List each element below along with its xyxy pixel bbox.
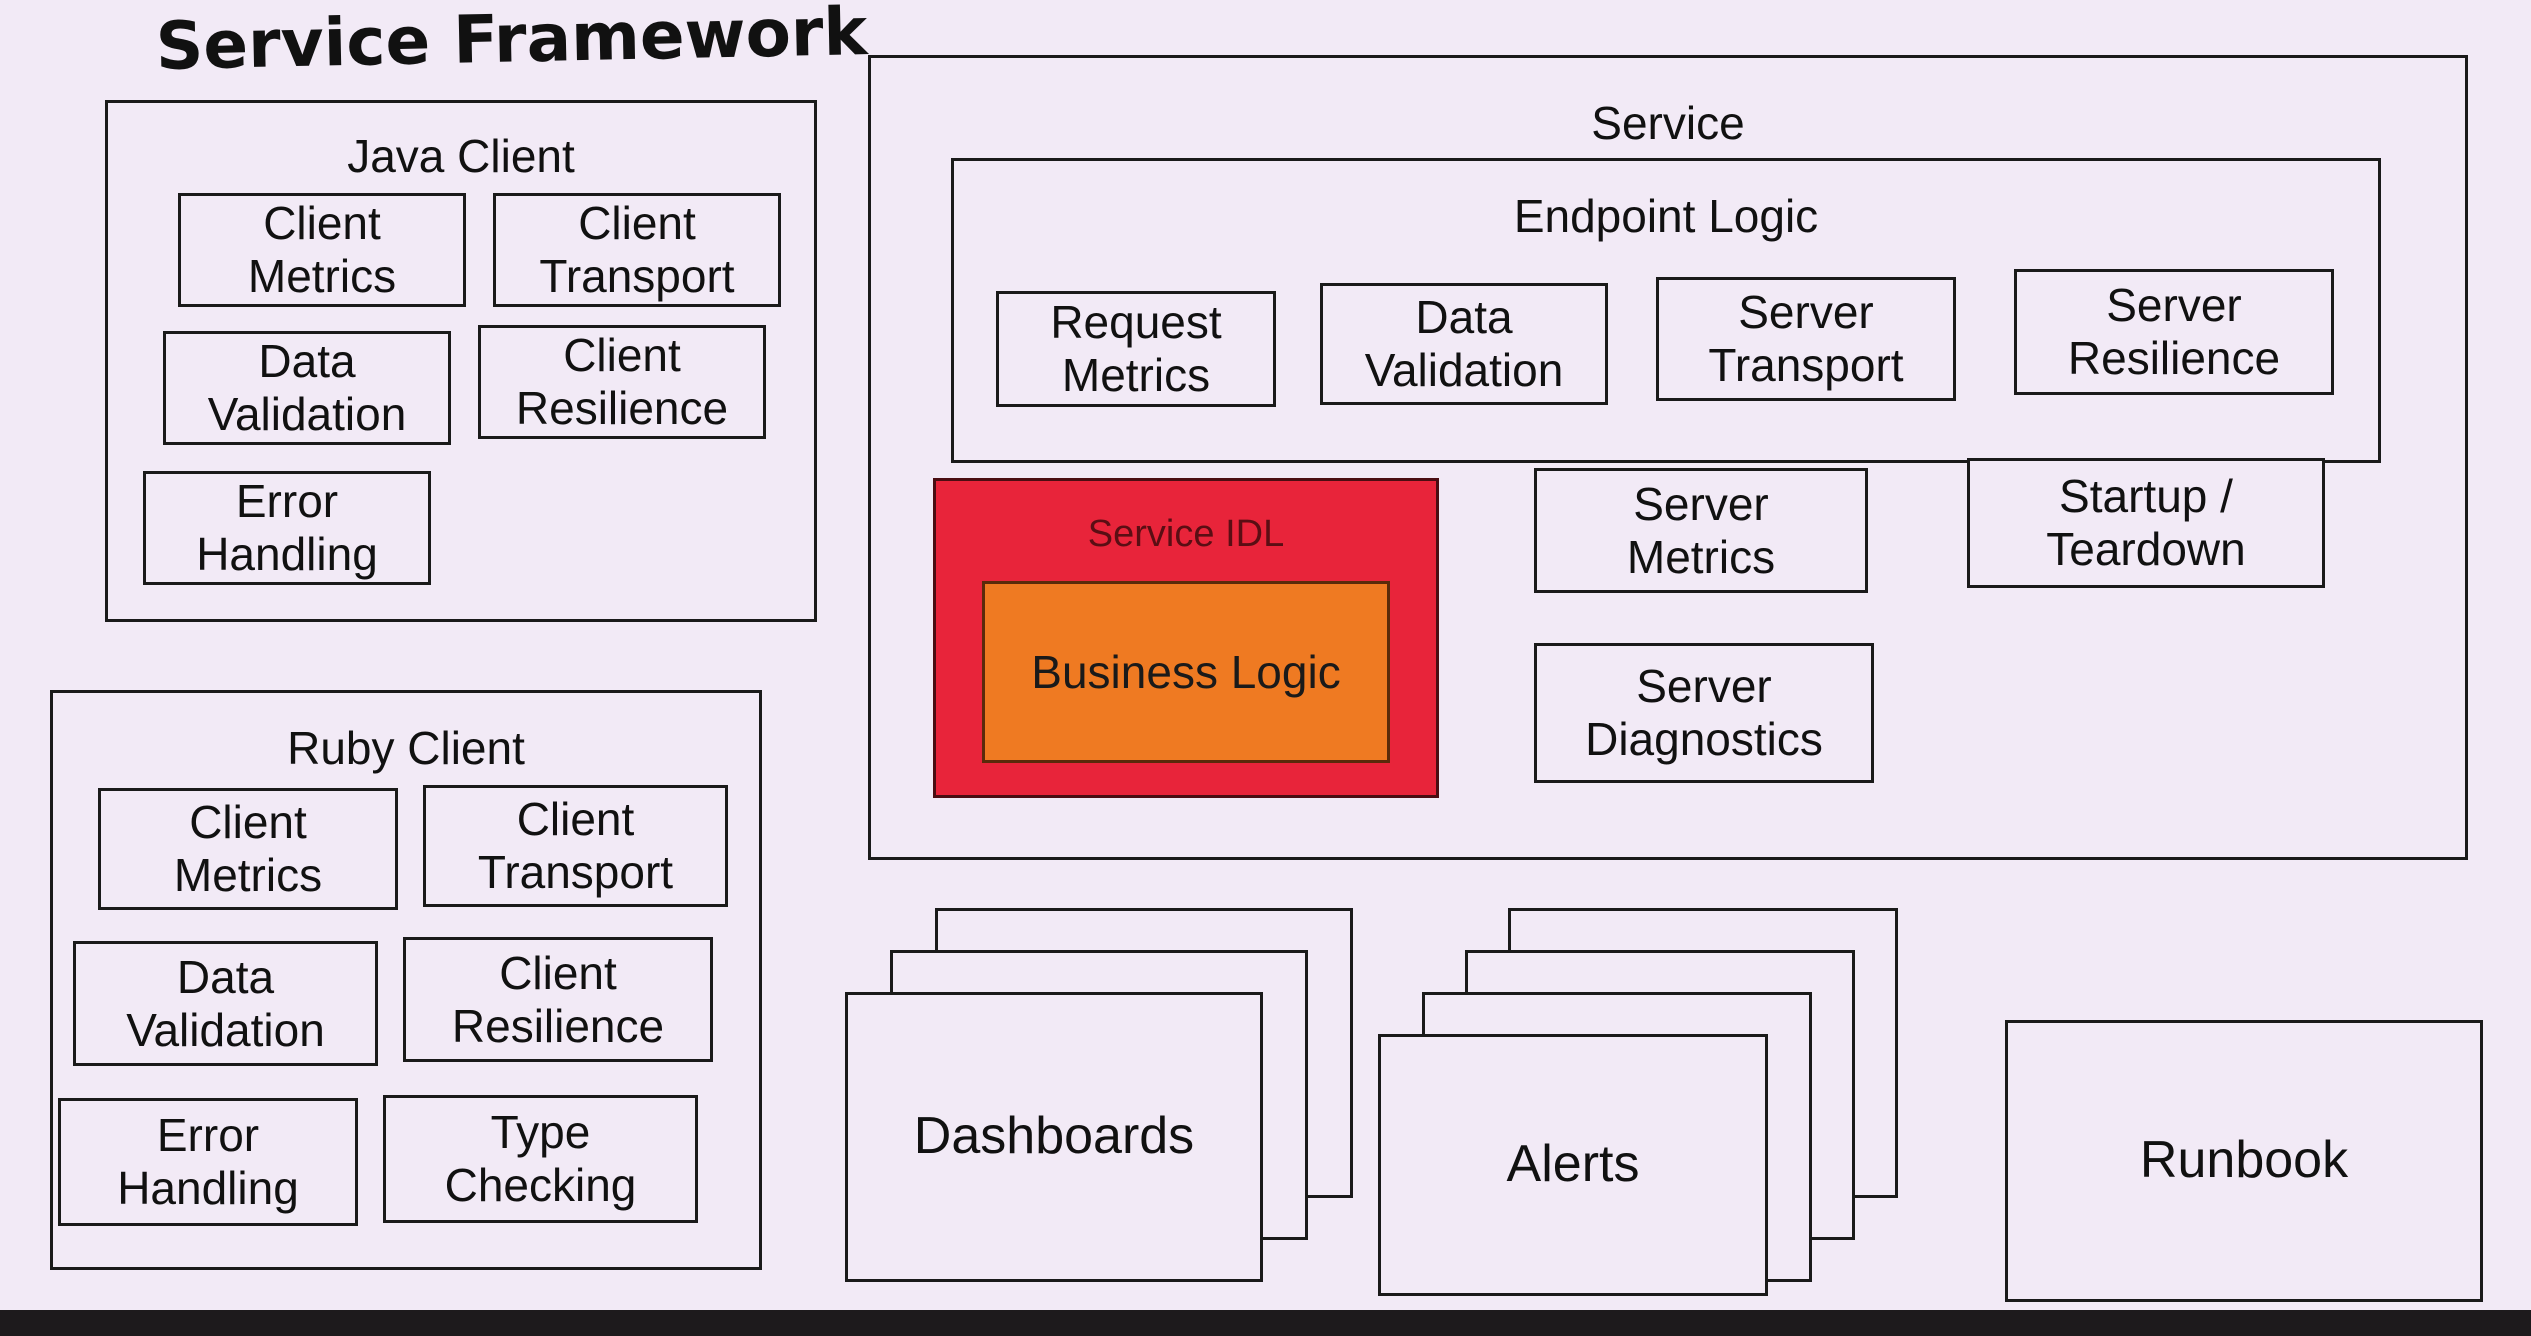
server-diagnostics: Server Diagnostics — [1534, 643, 1874, 783]
ruby-client-metrics: Client Metrics — [98, 788, 398, 910]
server-transport: Server Transport — [1656, 277, 1956, 401]
runbook-box: Runbook — [2005, 1020, 2483, 1302]
ruby-client-transport: Client Transport — [423, 785, 728, 907]
alerts-card: Alerts — [1378, 1034, 1768, 1296]
request-metrics: Request Metrics — [996, 291, 1276, 407]
java-error-handling: Error Handling — [143, 471, 431, 585]
service-label: Service — [1591, 97, 1745, 149]
ruby-client-frame: Ruby Client Client Metrics Client Transp… — [50, 690, 762, 1270]
java-client-label: Java Client — [347, 130, 575, 182]
server-resilience: Server Resilience — [2014, 269, 2334, 395]
service-idl-box: Service IDL Business Logic — [933, 478, 1439, 798]
ruby-error-handling: Error Handling — [58, 1098, 358, 1226]
ruby-client-resilience: Client Resilience — [403, 937, 713, 1062]
java-client-transport: Client Transport — [493, 193, 781, 307]
business-logic-box: Business Logic — [982, 581, 1390, 763]
java-data-validation: Data Validation — [163, 331, 451, 445]
diagram-title: Service Framework — [155, 0, 869, 85]
ruby-client-label: Ruby Client — [287, 722, 525, 774]
endpoint-logic-frame: Endpoint Logic Request Metrics Data Vali… — [951, 158, 2381, 463]
java-client-frame: Java Client Client Metrics Client Transp… — [105, 100, 817, 622]
service-frame: Service Endpoint Logic Request Metrics D… — [868, 55, 2468, 860]
dashboards-card: Dashboards — [845, 992, 1263, 1282]
service-idl-label: Service IDL — [1087, 513, 1285, 555]
server-metrics: Server Metrics — [1534, 468, 1868, 593]
endpoint-data-validation: Data Validation — [1320, 283, 1608, 405]
java-client-metrics: Client Metrics — [178, 193, 466, 307]
startup-teardown: Startup / Teardown — [1967, 458, 2325, 588]
java-client-resilience: Client Resilience — [478, 325, 766, 439]
ruby-type-checking: Type Checking — [383, 1095, 698, 1223]
endpoint-logic-label: Endpoint Logic — [1513, 190, 1819, 242]
ruby-data-validation: Data Validation — [73, 941, 378, 1066]
